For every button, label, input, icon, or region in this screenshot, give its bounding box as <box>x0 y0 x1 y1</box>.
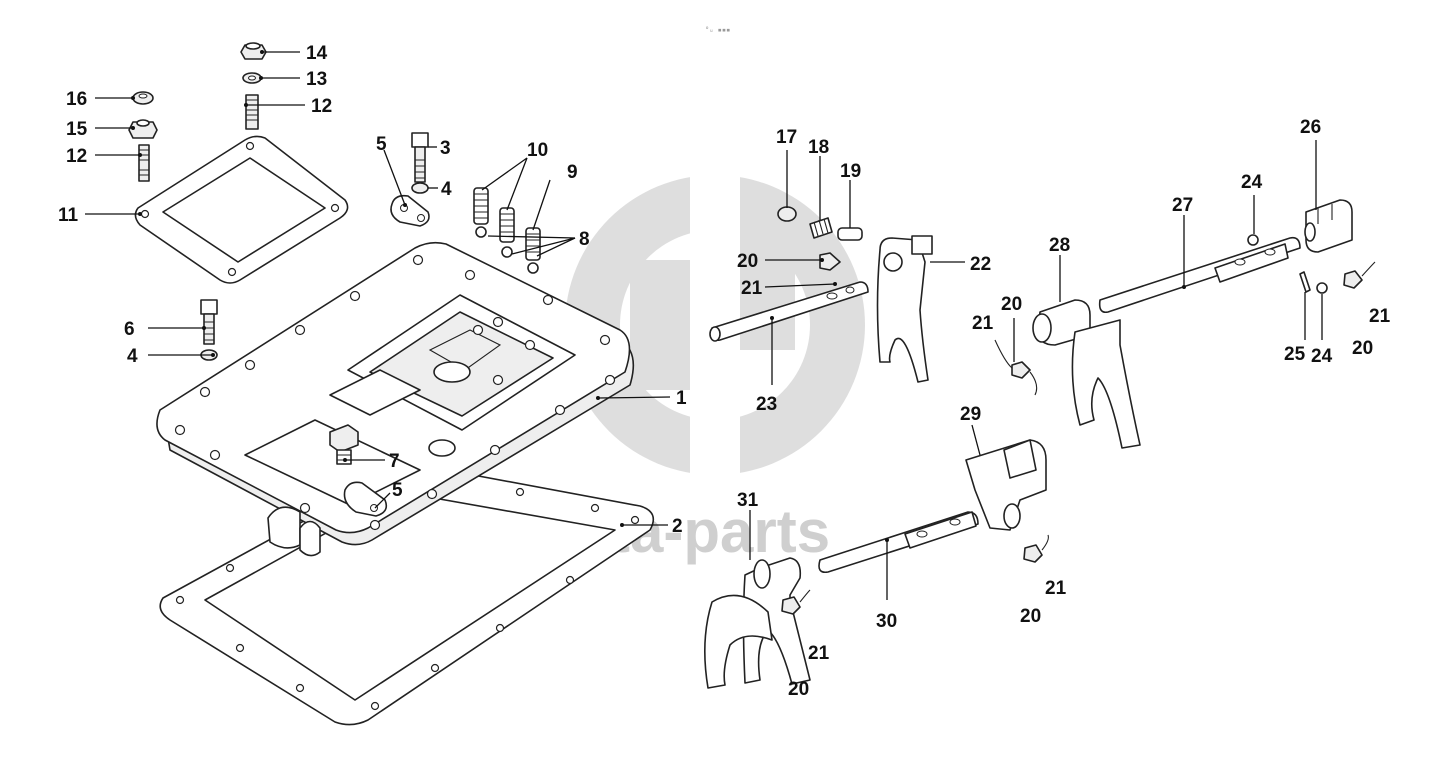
shift-fork-28 <box>1032 299 1141 449</box>
leader-lines <box>85 50 1323 600</box>
spring-10-a <box>473 187 489 225</box>
ball-24-top <box>1247 234 1259 246</box>
callout-30: 30 <box>876 611 897 632</box>
callout-13: 13 <box>306 69 327 90</box>
callout-28: 28 <box>1049 235 1070 256</box>
callout-31: 31 <box>737 490 759 511</box>
shift-fork-22 <box>876 235 933 383</box>
callout-5-top: 5 <box>376 134 387 155</box>
callout-20-rail: 20 <box>737 251 758 272</box>
callout-20-block: 20 <box>1352 338 1373 359</box>
nut-14 <box>240 42 267 60</box>
nut-16 <box>132 91 154 105</box>
callout-25: 25 <box>1284 344 1306 365</box>
callout-10: 10 <box>527 140 548 161</box>
callout-1: 1 <box>676 388 687 409</box>
washer-13 <box>242 72 262 84</box>
callout-5-bottom: 5 <box>392 480 403 501</box>
bracket-5-top <box>390 194 430 227</box>
callout-7: 7 <box>389 451 400 472</box>
callout-16: 16 <box>66 89 87 110</box>
set-screw-20-e <box>781 589 811 615</box>
gasket-top-cover <box>134 135 349 284</box>
callout-26: 26 <box>1300 117 1321 138</box>
balls-8 <box>475 226 539 274</box>
callout-15: 15 <box>66 119 88 140</box>
callout-27: 27 <box>1172 195 1193 216</box>
shift-block-26 <box>1304 199 1353 253</box>
callout-3: 3 <box>440 138 451 159</box>
callout-12-top: 12 <box>311 96 332 117</box>
stud-12-top <box>245 94 259 130</box>
shift-rail-27 <box>1098 236 1301 314</box>
plunger-19 <box>837 227 863 241</box>
callout-11: 11 <box>58 205 79 226</box>
shift-cover-housing <box>156 241 635 557</box>
washer-4-top <box>411 182 429 194</box>
plug-7 <box>329 424 359 465</box>
set-screw-20-b <box>994 339 1038 396</box>
callout-12-left: 12 <box>66 146 87 167</box>
spring-18 <box>809 217 833 239</box>
callout-21-block: 21 <box>1369 306 1391 327</box>
watermark-logo-icon <box>565 175 865 475</box>
shift-rail-23 <box>709 281 869 342</box>
shift-fork-29 <box>965 439 1047 531</box>
callout-4-top: 4 <box>441 179 452 200</box>
nut-15 <box>128 119 158 139</box>
pin-25 <box>1299 271 1311 293</box>
callout-24-top: 24 <box>1241 172 1263 193</box>
callout-14: 14 <box>306 43 328 64</box>
callout-29: 29 <box>960 404 981 425</box>
callout-17: 17 <box>776 127 797 148</box>
callout-2: 2 <box>672 516 683 537</box>
callout-20-fork22: 20 <box>1001 294 1022 315</box>
callout-24-bottom: 24 <box>1311 346 1333 367</box>
callout-22: 22 <box>970 254 991 275</box>
callout-labels: 1 2 3 4 4 5 5 6 7 8 9 10 11 12 12 13 14 … <box>58 43 1391 700</box>
shift-rail-30 <box>818 511 979 574</box>
callout-20-fork31: 20 <box>788 679 809 700</box>
callout-21-fork22: 21 <box>972 313 994 334</box>
callout-23: 23 <box>756 394 777 415</box>
callout-18: 18 <box>808 137 829 158</box>
callout-6: 6 <box>124 319 135 340</box>
set-screw-20-d <box>1023 534 1049 563</box>
spring-10-b <box>499 207 515 243</box>
callout-4-left: 4 <box>127 346 138 367</box>
stud-12-left <box>138 144 150 182</box>
callout-21-rail: 21 <box>741 278 763 299</box>
shift-fork-31 <box>704 557 811 689</box>
corner-mark: °ᵤ ▪▪▪ <box>705 26 730 34</box>
bolt-6 <box>200 299 218 345</box>
set-screw-20-a <box>819 252 841 271</box>
callout-8: 8 <box>579 229 590 250</box>
plug-17 <box>777 206 797 222</box>
set-screw-20-c <box>1343 261 1376 289</box>
callout-21-fork29: 21 <box>1045 578 1067 599</box>
callout-9: 9 <box>567 162 578 183</box>
bolt-3 <box>411 132 429 183</box>
callout-21-fork31: 21 <box>808 643 830 664</box>
callout-20-fork29: 20 <box>1020 606 1041 627</box>
ball-24-bottom <box>1316 282 1328 294</box>
callout-19: 19 <box>840 161 861 182</box>
